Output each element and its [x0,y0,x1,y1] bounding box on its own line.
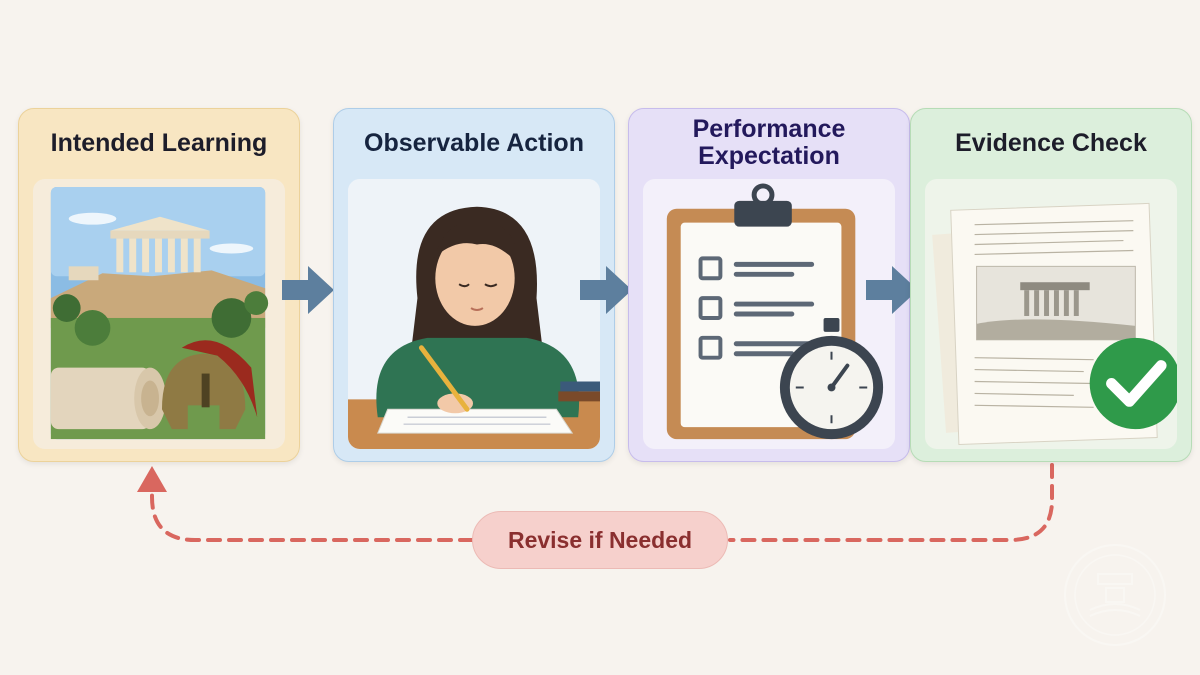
flow-arrow-icon [580,266,632,314]
loop-arrowhead-icon [137,466,167,492]
clipboard-stopwatch-illustration [643,179,895,449]
step-title: Intended Learning [50,128,268,157]
step-title: Evidence Check [955,128,1147,157]
revise-if-needed-label: Revise if Needed [472,511,728,569]
watermark-emblem-icon [1064,544,1166,646]
student-writing-illustration [348,179,600,449]
step-title: Performance Expectation [692,115,846,170]
step-card-evidence-check: Evidence Check [910,108,1192,462]
papers-checkmark-illustration [925,179,1177,449]
flow-arrow-icon [866,266,918,314]
step-title: Observable Action [364,128,584,157]
acropolis-helmet-illustration [33,179,285,449]
checkmark-icon [1106,360,1167,407]
step-card-performance-expectation: Performance Expectation [628,108,910,462]
flow-arrow-icon [282,266,334,314]
step-card-observable-action: Observable Action [333,108,615,462]
step-card-intended-learning: Intended Learning [18,108,300,462]
